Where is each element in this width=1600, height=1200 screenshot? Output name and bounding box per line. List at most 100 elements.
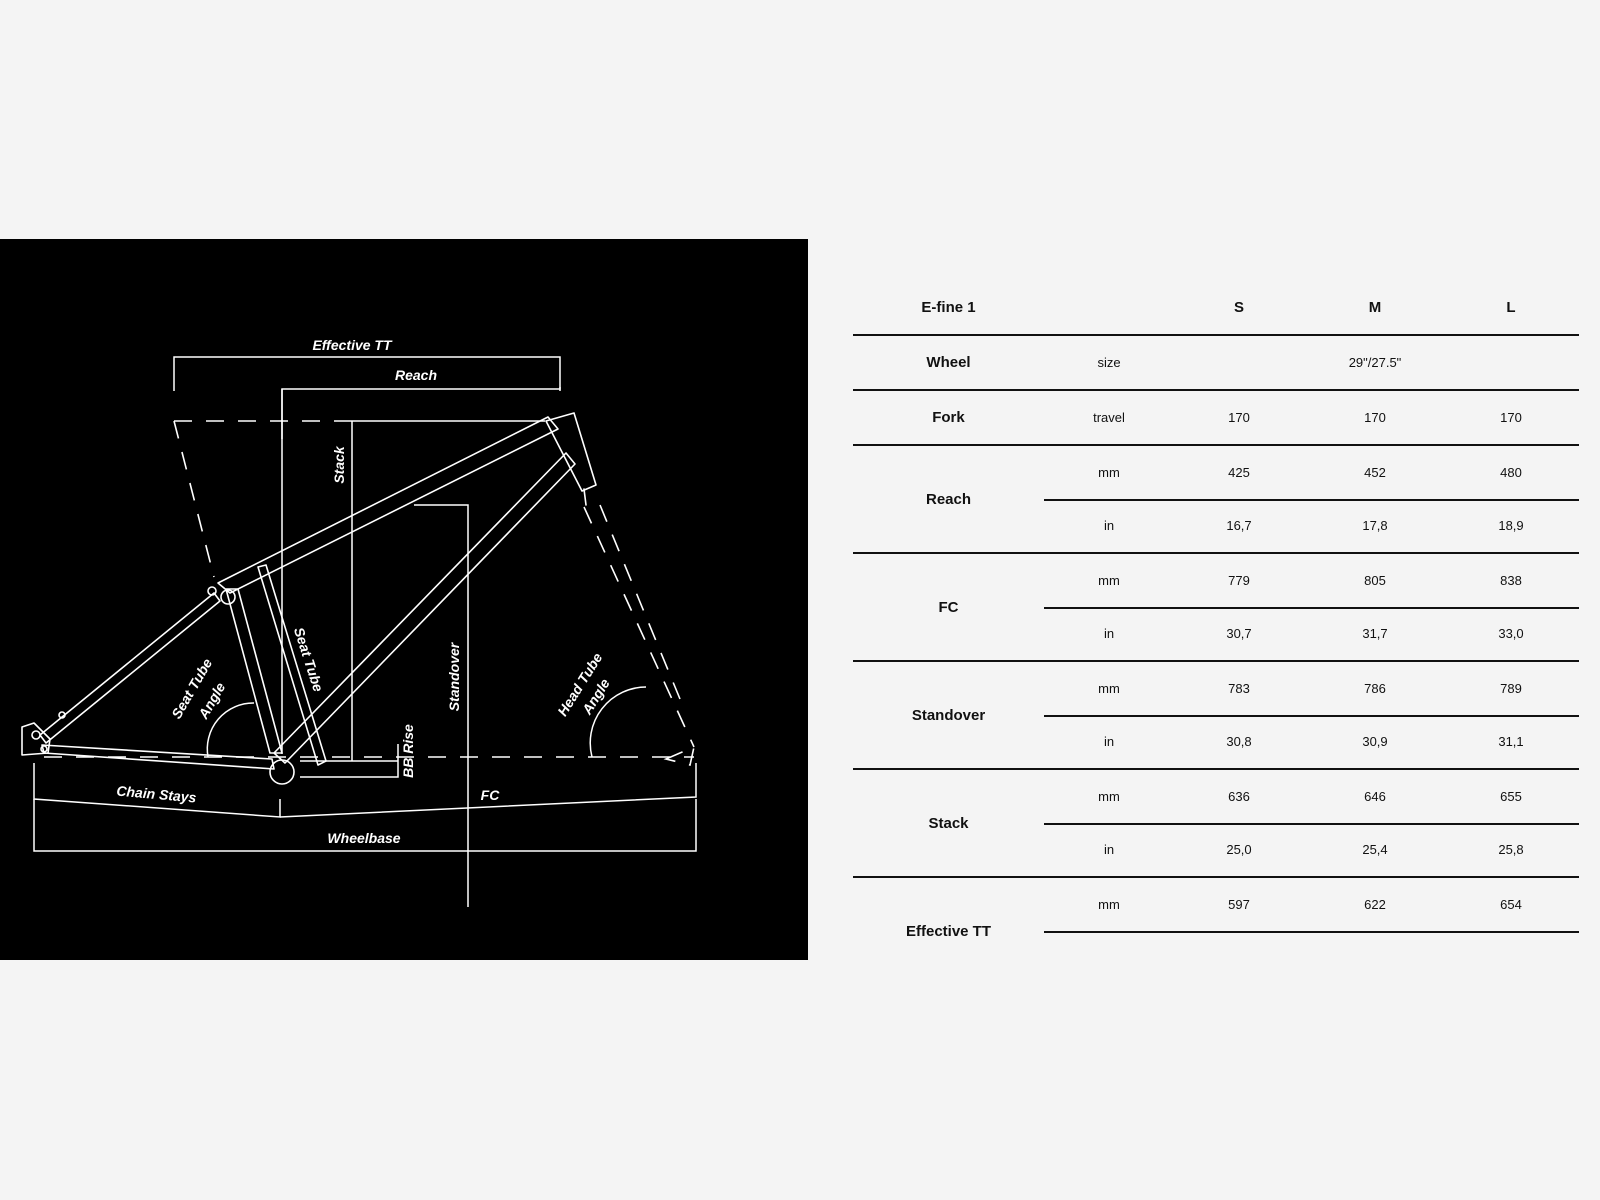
label-fc: FC: [481, 787, 501, 803]
row-unit: in: [1103, 734, 1115, 749]
value-m: 646: [1364, 789, 1386, 804]
sub-divider: [1044, 931, 1579, 933]
bottom-bracket: [269, 759, 295, 785]
value-s: 25,0: [1226, 842, 1252, 857]
value-m: 170: [1364, 410, 1386, 425]
frame-chain-stay: [41, 744, 275, 770]
guide-head-angle-dashed: [583, 506, 695, 748]
table-row: mm 597 622 654: [853, 878, 1579, 931]
row-unit: size: [1097, 355, 1121, 370]
dim-bb-rise: [300, 744, 399, 778]
label-wheelbase: Wheelbase: [327, 830, 400, 846]
wheel-size-value: 29"/27.5": [1348, 355, 1402, 370]
row-unit: in: [1103, 842, 1115, 857]
row-label: Wheel: [926, 354, 971, 371]
value-l: 655: [1500, 789, 1522, 804]
table-row: mm 636 646 655: [853, 770, 1579, 823]
table-row: in 16,7 17,8 18,9: [853, 499, 1579, 552]
sub-divider: [1044, 823, 1579, 825]
dim-effective-tt: [173, 356, 561, 391]
table-group-fc: FC mm 779 805 838 in 30,7 31,7 33,0: [853, 554, 1579, 662]
frame-drawing: Effective TT Reach Stack Seat Tube Seat …: [21, 337, 697, 907]
size-header-m: M: [1368, 299, 1382, 316]
label-bb-rise: BB Rise: [400, 724, 416, 778]
table-group-reach: Reach mm 425 452 480 in 16,7 17,8 18,9: [853, 446, 1579, 554]
head-tube-angle-arc: [589, 686, 647, 758]
table-row-fork: Fork travel 170 170 170: [853, 391, 1579, 446]
size-header-s: S: [1233, 299, 1244, 316]
table-group-standover: Standover mm 783 786 789 in 30,8 30,9 31…: [853, 662, 1579, 770]
label-chain-stays: Chain Stays: [116, 783, 197, 806]
value-l: 838: [1500, 573, 1522, 588]
sub-divider: [1044, 607, 1579, 609]
value-s: 425: [1228, 465, 1250, 480]
frame-rear-dropout: [21, 722, 51, 756]
label-stack: Stack: [331, 445, 347, 484]
value-s: 30,8: [1226, 734, 1252, 749]
value-s: 636: [1228, 789, 1250, 804]
value-m: 786: [1364, 681, 1386, 696]
value-s: 779: [1228, 573, 1250, 588]
sub-divider: [1044, 715, 1579, 717]
value-m: 805: [1364, 573, 1386, 588]
seat-tube-angle-arc: [206, 702, 255, 758]
label-standover: Standover: [446, 641, 462, 711]
value-s: 16,7: [1226, 518, 1252, 533]
dim-wheelbase: [33, 799, 697, 852]
value-l: 33,0: [1498, 626, 1524, 641]
table-row: in 30,7 31,7 33,0: [853, 607, 1579, 660]
table-row: mm 783 786 789: [853, 662, 1579, 715]
table-row-wheel: Wheel size 29"/27.5": [853, 336, 1579, 391]
value-s: 170: [1228, 410, 1250, 425]
value-l: 789: [1500, 681, 1522, 696]
table-group-stack: Stack mm 636 646 655 in 25,0 25,4 25,8: [853, 770, 1579, 878]
value-l: 170: [1500, 410, 1522, 425]
value-m: 25,4: [1362, 842, 1388, 857]
table-row: in 30,8 30,9 31,1: [853, 715, 1579, 768]
table-group-effective-tt: Effective TT mm 597 622 654: [853, 878, 1579, 984]
group-label: FC: [938, 598, 959, 616]
guide-seat-angle-dashed: [173, 420, 215, 578]
table-row: in 25,0 25,4 25,8: [853, 823, 1579, 876]
row-unit: mm: [1098, 897, 1120, 912]
geometry-diagram: Effective TT Reach Stack Seat Tube Seat …: [0, 239, 808, 960]
frame-seat-stay: [39, 592, 221, 744]
label-effective-tt: Effective TT: [312, 337, 393, 353]
value-l: 480: [1500, 465, 1522, 480]
table-row: mm 425 452 480: [853, 446, 1579, 499]
value-l: 654: [1500, 897, 1522, 912]
dim-chain-stays: [33, 763, 281, 818]
model-name: E-fine 1: [921, 299, 976, 316]
frame-head-tube: [545, 412, 597, 492]
table-row: mm 779 805 838: [853, 554, 1579, 607]
row-unit: mm: [1098, 573, 1120, 588]
value-m: 622: [1364, 897, 1386, 912]
value-l: 25,8: [1498, 842, 1524, 857]
value-m: 452: [1364, 465, 1386, 480]
row-unit: mm: [1098, 465, 1120, 480]
frame-down-tube: [273, 452, 576, 764]
size-header-l: L: [1506, 299, 1516, 316]
frame-top-tube: [217, 416, 559, 594]
table-header-row: E-fine 1 S M L: [853, 281, 1579, 336]
row-label: Fork: [932, 409, 965, 426]
row-unit: travel: [1093, 410, 1125, 425]
geometry-table: E-fine 1 S M L Wheel size 29"/27.5" Fork…: [853, 281, 1579, 984]
group-label: Stack: [928, 814, 969, 832]
row-unit: mm: [1098, 681, 1120, 696]
value-s: 30,7: [1226, 626, 1252, 641]
value-m: 17,8: [1362, 518, 1388, 533]
value-m: 30,9: [1362, 734, 1388, 749]
value-s: 597: [1228, 897, 1250, 912]
value-m: 31,7: [1362, 626, 1388, 641]
row-unit: mm: [1098, 789, 1120, 804]
label-seat-tube: Seat Tube: [291, 625, 327, 694]
value-l: 18,9: [1498, 518, 1524, 533]
group-label: Standover: [911, 706, 986, 724]
frame-seat-tube: [225, 588, 283, 754]
label-reach: Reach: [395, 367, 437, 383]
sub-divider: [1044, 499, 1579, 501]
dim-standover: [414, 504, 469, 907]
group-label: Reach: [925, 490, 972, 508]
value-l: 31,1: [1498, 734, 1524, 749]
